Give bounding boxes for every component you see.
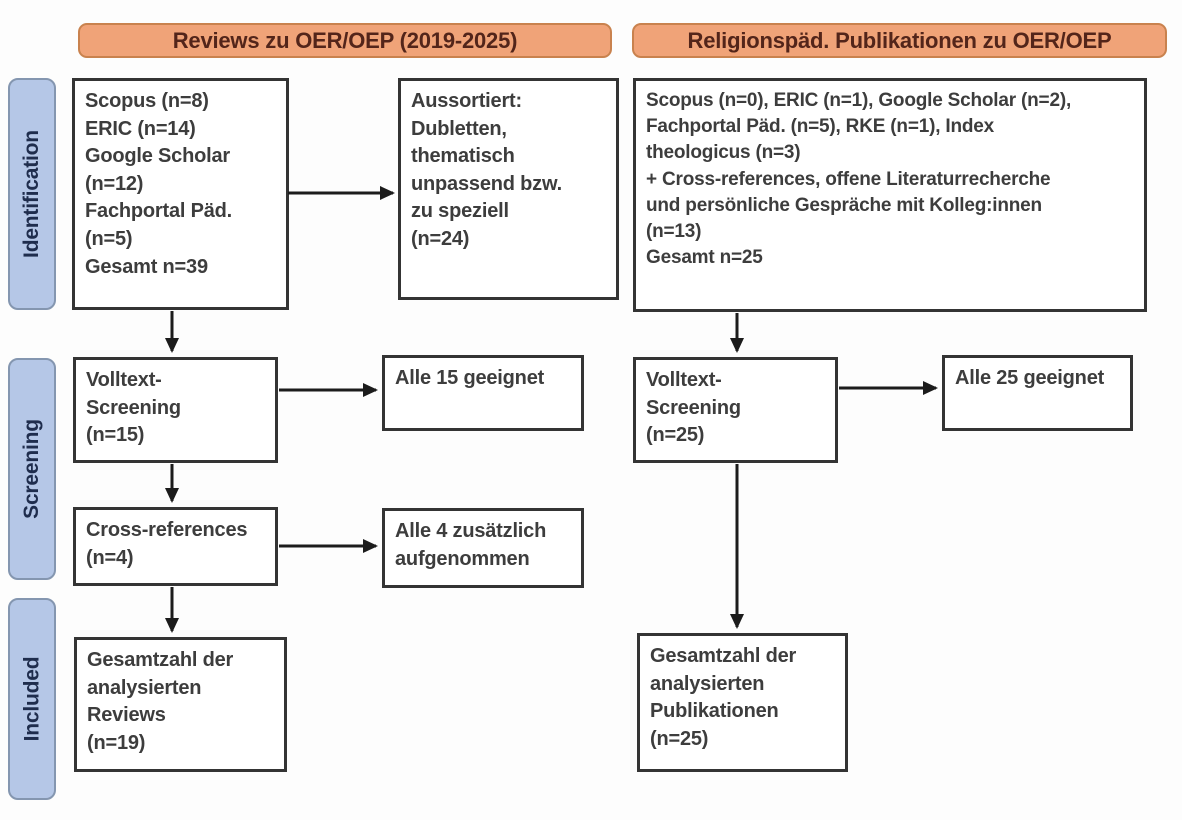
phase-identification-label: Identification	[20, 130, 43, 258]
box-right-total: Gesamtzahl der analysierten Publikatione…	[637, 633, 848, 772]
phase-included: Included	[8, 598, 56, 800]
box-left-excluded: Aussortiert: Dubletten, thematisch unpas…	[398, 78, 619, 300]
box-left-fulltext-screening: Volltext- Screening (n=15)	[73, 357, 278, 463]
phase-included-label: Included	[20, 656, 43, 742]
box-left-eligible: Alle 15 geeignet	[382, 355, 584, 431]
phase-screening-label: Screening	[20, 419, 44, 519]
box-right-fulltext-screening: Volltext- Screening (n=25)	[633, 357, 838, 463]
box-left-cross-references: Cross-references (n=4)	[73, 507, 278, 586]
box-left-sources: Scopus (n=8) ERIC (n=14) Google Scholar …	[72, 78, 289, 310]
phase-identification: Identification	[8, 78, 56, 310]
box-left-added: Alle 4 zusätzlich aufgenommen	[382, 508, 584, 588]
box-left-total: Gesamtzahl der analysierten Reviews (n=1…	[74, 637, 287, 772]
box-right-sources: Scopus (n=0), ERIC (n=1), Google Scholar…	[633, 78, 1147, 312]
phase-screening: Screening	[8, 358, 56, 580]
box-right-eligible: Alle 25 geeignet	[942, 355, 1133, 431]
header-religionspaed-column: Religionspäd. Publikationen zu OER/OEP	[632, 23, 1167, 58]
header-reviews-column: Reviews zu OER/OEP (2019-2025)	[78, 23, 612, 58]
